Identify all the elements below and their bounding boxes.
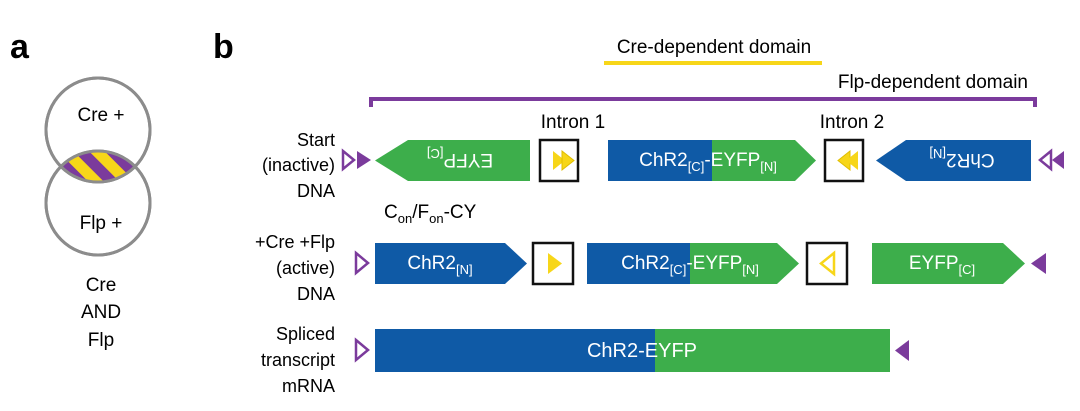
frt-site-filled-spliced — [895, 340, 909, 361]
eyfp-c-inverted-block — [375, 140, 530, 181]
svg-text:ChR2[N]: ChR2[N] — [929, 146, 994, 170]
eyfp-c-inverted-label: EYFP[C] — [427, 146, 493, 170]
cre-domain-bar — [604, 61, 822, 65]
chr2-c-segment — [608, 140, 712, 181]
svg-text:transcript: transcript — [261, 350, 335, 370]
svg-text:+Cre +Flp: +Cre +Flp — [255, 232, 335, 252]
flp-domain-label: Flp-dependent domain — [838, 72, 1028, 93]
cre-circle-outline — [44, 76, 152, 184]
construct-name: Con/Fon-CY — [384, 202, 477, 226]
chr2c-eyfpn-label-start: ChR2[C]-EYFP[N] — [639, 150, 777, 174]
eyfp-mrna-segment — [655, 329, 890, 372]
cre-domain-label: Cre-dependent domain — [617, 37, 811, 58]
flp-circle-outline — [44, 149, 152, 257]
flp-plus-label: Flp + — [80, 213, 123, 234]
panel-a-letter: a — [10, 28, 30, 66]
caption-line-3: Flp — [88, 330, 114, 351]
lox-site-active-1 — [548, 253, 562, 274]
svg-text:DNA: DNA — [297, 181, 335, 201]
svg-text:Start: Start — [297, 130, 335, 150]
chr2-n-inverted-block — [876, 140, 1031, 181]
row-label-start: Start (inactive) DNA — [262, 130, 335, 201]
frt-site-open-left — [341, 148, 356, 172]
svg-text:mRNA: mRNA — [282, 376, 335, 396]
intron-2-label: Intron 2 — [820, 112, 884, 133]
panel-b-letter: b — [213, 28, 234, 66]
eyfp-n-segment — [712, 140, 816, 181]
chr2c-eyfpn-label-active: ChR2[C]-EYFP[N] — [621, 253, 759, 277]
frt-site-open-active — [354, 250, 370, 276]
chr2-n-label: ChR2[N] — [407, 253, 472, 277]
intron-box-active-2 — [805, 241, 849, 286]
frt-site-filled-active — [1031, 253, 1046, 274]
frt-site-filled-right — [1052, 151, 1064, 169]
frt-site-filled-left — [357, 151, 371, 169]
lox-site-1a — [553, 151, 565, 170]
chr2-c-segment-active — [587, 243, 690, 284]
caption-line-1: Cre — [86, 275, 117, 296]
flp-domain-bracket — [369, 97, 1037, 107]
lox-site-1b — [561, 149, 575, 172]
svg-text:Spliced: Spliced — [276, 324, 335, 344]
row-label-spliced: Spliced transcript mRNA — [261, 324, 335, 396]
chr2-eyfp-product-label: ChR2-EYFP — [587, 340, 697, 362]
chr2-mrna-segment — [375, 329, 655, 372]
cre-plus-label: Cre + — [78, 105, 125, 126]
svg-text:(active): (active) — [276, 258, 335, 278]
eyfp-c-label: EYFP[C] — [909, 253, 975, 277]
chr2-n-inverted-label: ChR2[N] — [929, 146, 994, 170]
intron-1-label: Intron 1 — [541, 112, 605, 133]
frt-site-open-right — [1038, 148, 1053, 172]
row-label-active: +Cre +Flp (active) DNA — [255, 232, 335, 304]
svg-text:DNA: DNA — [297, 284, 335, 304]
eyfp-n-segment-active — [690, 243, 799, 284]
lox-site-2b — [846, 151, 858, 170]
svg-text:(inactive): (inactive) — [262, 155, 335, 175]
lox-site-active-2 — [819, 250, 836, 277]
chr2-n-block — [375, 243, 527, 284]
frt-site-open-spliced — [354, 337, 370, 363]
eyfp-c-block — [872, 243, 1025, 284]
svg-text:EYFP[C]: EYFP[C] — [427, 146, 493, 170]
caption-line-2: AND — [81, 302, 121, 323]
